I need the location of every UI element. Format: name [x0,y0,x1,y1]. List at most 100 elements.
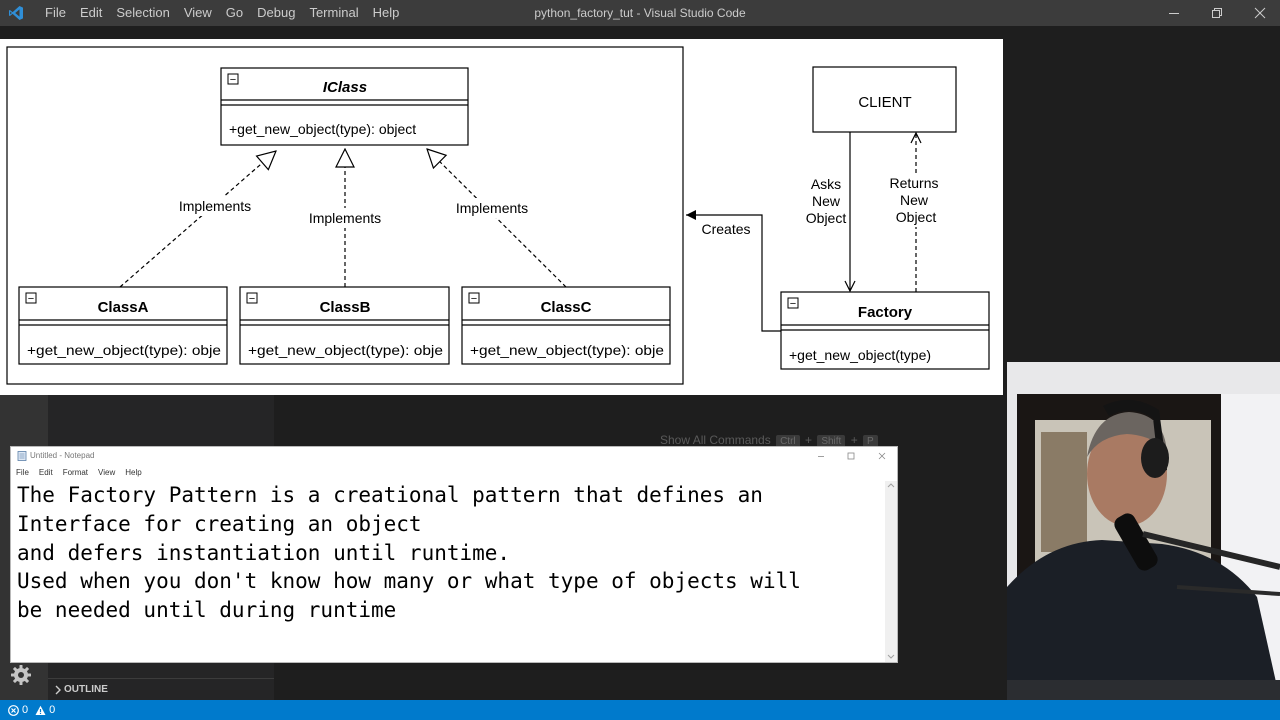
notepad-menu-help[interactable]: Help [125,468,142,477]
classa-box: − ClassA +get_new_object(type): obje [18,286,228,365]
error-icon [8,704,19,716]
notepad-title: Untitled - Notepad [30,451,95,460]
classb-name: ClassB [320,299,371,316]
iclass-box: − IClass +get_new_object(type): object [220,67,469,146]
notepad-menu-format[interactable]: Format [62,468,89,477]
notepad-icon [17,451,27,461]
factory-box: − Factory +get_new_object(type) [780,291,990,370]
menu-terminal[interactable]: Terminal [309,5,359,20]
collapse-glyph: − [471,293,477,305]
outline-section[interactable]: OUTLINE [48,678,274,700]
iclass-method: +get_new_object(type): object [229,121,416,137]
problems-indicator[interactable]: 0 0 [8,700,55,720]
uml-frame [6,46,684,385]
collapse-icon [468,292,480,304]
collapse-glyph: − [28,293,34,305]
notepad-text-area[interactable]: The Factory Pattern is a creational patt… [17,483,801,623]
menu-view[interactable]: View [183,5,212,20]
implements-label-c: Implements [456,200,528,216]
classc-box: − ClassC +get_new_object(type): obje [461,286,671,365]
key-ctrl: Ctrl [776,435,800,448]
classc-name: ClassC [541,299,592,316]
restore-icon [1212,8,1222,18]
collapse-icon [227,73,239,85]
notepad-title-bar: Untitled - Notepad [11,447,897,465]
gear-icon[interactable] [10,664,32,686]
notepad-menu-edit[interactable]: Edit [38,468,53,477]
client-box: CLIENT [812,66,957,133]
menu-bar: File Edit Selection View Go Debug Termin… [38,0,406,26]
notepad-menu-view[interactable]: View [98,468,116,477]
restore-button[interactable] [1194,0,1240,26]
warning-count: 0 [49,704,56,716]
returns-label-2: New [900,192,929,208]
close-icon [1254,7,1266,19]
notepad-scrollbar[interactable] [885,481,897,662]
menu-edit[interactable]: Edit [79,5,103,20]
classa-method: +get_new_object(type): obje [27,342,221,358]
collapse-icon [787,297,799,309]
classc-method: +get_new_object(type): obje [470,342,664,358]
menu-selection[interactable]: Selection [116,5,170,20]
menu-go[interactable]: Go [225,5,244,20]
collapse-icon [246,292,258,304]
key-plus: + [850,433,858,447]
outline-label: OUTLINE [64,684,108,695]
asks-label-2: New [812,193,841,209]
collapse-icon [25,292,37,304]
implements-label-a: Implements [179,198,251,214]
iclass-name: IClass [323,79,367,96]
error-count: 0 [22,704,29,716]
classa-name: ClassA [98,299,149,316]
close-icon [878,452,886,460]
classb-method: +get_new_object(type): obje [248,342,443,358]
minimize-icon [1169,13,1179,14]
vscode-logo-icon [9,6,23,20]
title-bar: File Edit Selection View Go Debug Termin… [0,0,1280,26]
status-bar: 0 0 [0,700,1280,720]
minimize-button[interactable] [1151,0,1197,26]
hint-label: Show All Commands [660,433,771,447]
show-all-commands-hint: Show All Commands Ctrl + Shift + P [660,433,880,448]
notepad-menu-file[interactable]: File [16,468,29,477]
client-label: CLIENT [858,94,911,111]
notepad-menu-bar: File Edit Format View Help [11,466,147,480]
notepad-window: Untitled - Notepad File Edit Format View… [10,446,898,663]
webcam-overlay [1007,362,1280,700]
returns-label-3: Object [896,209,937,225]
chevron-right-icon [55,685,61,695]
collapse-glyph: − [249,293,255,305]
maximize-icon [847,452,855,460]
uml-diagram: − IClass +get_new_object(type): object −… [0,39,1003,395]
menu-help[interactable]: Help [372,5,400,20]
close-button[interactable] [1237,0,1280,26]
key-shift: Shift [817,435,846,448]
notepad-minimize-button[interactable] [806,447,836,465]
implements-arrow-a [119,151,276,288]
collapse-glyph: − [790,298,796,310]
scroll-down-icon [887,654,895,659]
minimize-icon [818,456,824,457]
notepad-close-button[interactable] [867,447,897,465]
classb-box: − ClassB +get_new_object(type): obje [239,286,450,365]
uml-diagram-canvas: − IClass +get_new_object(type): object −… [6,46,990,385]
warning-icon [35,705,46,715]
notepad-maximize-button[interactable] [836,447,866,465]
menu-debug[interactable]: Debug [257,5,296,20]
webcam-image [1007,362,1280,700]
creates-arrow [686,210,781,332]
creates-label: Creates [701,221,750,237]
menu-file[interactable]: File [45,5,66,20]
asks-label-1: Asks [811,176,841,192]
key-p: P [863,435,878,448]
implements-label-b: Implements [309,210,381,226]
factory-name: Factory [858,304,913,321]
factory-method: +get_new_object(type) [789,347,931,363]
returns-label-1: Returns [889,175,938,191]
collapse-glyph: − [230,74,236,86]
implements-arrow-c [427,149,567,288]
key-plus: + [804,433,812,447]
asks-label-3: Object [806,210,847,226]
scroll-up-icon [887,483,895,488]
